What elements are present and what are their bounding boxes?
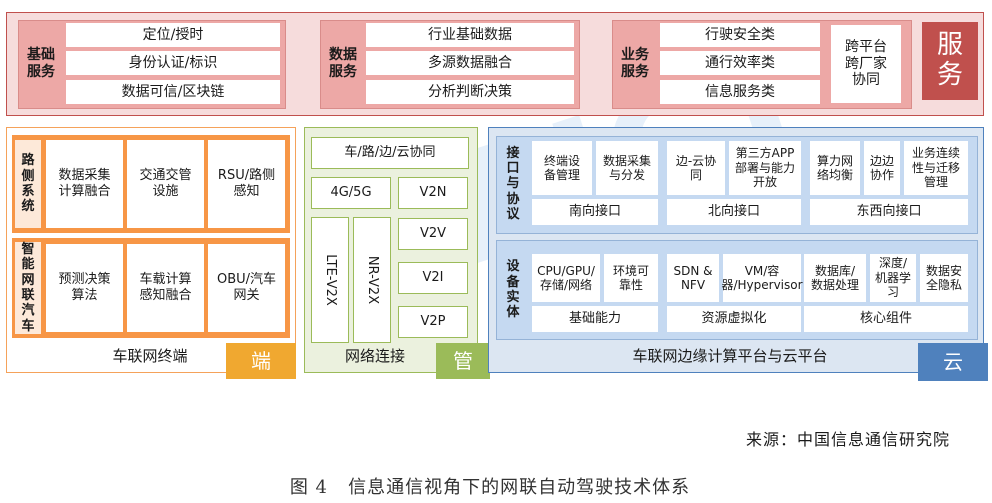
network-badge: 管 (436, 343, 490, 379)
service-item: 行业基础数据 (366, 23, 574, 47)
service-item: 行驶安全类 (660, 23, 820, 47)
device-footer: 基础能力 (532, 306, 658, 332)
device-item: 数据安全隐私 (920, 254, 968, 302)
interface-item: 边-云协同 (667, 141, 725, 195)
cross-platform-box: 跨平台跨厂家协同 (831, 25, 901, 103)
interface-item: 边边协作 (864, 141, 900, 195)
network-4g5g: 4G/5G (311, 177, 391, 209)
nr-v2x-box (353, 217, 391, 343)
network-v2p: V2P (398, 306, 468, 338)
cloud-footer: 车联网边缘计算平台与云平台 (632, 347, 828, 365)
device-item: CPU/GPU/存储/网络 (532, 254, 600, 302)
terminal-footer: 车联网终端 (112, 347, 188, 365)
interface-footer: 北向接口 (667, 199, 801, 225)
network-v2i: V2I (398, 262, 468, 294)
service-badge: 服务 (922, 22, 978, 100)
interface-footer: 东西向接口 (810, 199, 968, 225)
service-item: 定位/授时 (66, 23, 280, 47)
service-group-data-label: 数据服务 (329, 47, 357, 80)
figure-caption: 图 4 信息通信视角下的网联自动驾驶技术体系 (289, 477, 691, 498)
network-v2n: V2N (398, 177, 468, 209)
terminal-item: 交通交管设施 (127, 140, 204, 228)
device-label: 设备实体 (506, 259, 520, 321)
roadside-label: 路侧系统 (15, 140, 41, 228)
terminal-item: 数据采集计算融合 (46, 140, 123, 228)
interface-item: 终端设备管理 (532, 141, 592, 195)
interface-item: 数据采集与分发 (596, 141, 658, 195)
terminal-item: OBU/汽车网关 (208, 244, 285, 332)
service-group-basic-label: 基础服务 (27, 47, 55, 80)
source-note: 来源：中国信息通信研究院 (745, 430, 950, 449)
terminal-item: RSU/路侧感知 (208, 140, 285, 228)
interface-item: 业务连续性与迁移管理 (904, 141, 968, 195)
terminal-item: 车载计算感知融合 (127, 244, 204, 332)
device-item: VM/容器/Hypervisor (721, 254, 803, 302)
service-group-business-label: 业务服务 (621, 47, 649, 80)
service-item: 数据可信/区块链 (66, 80, 280, 104)
lte-v2x-label: LTE-V2X (323, 254, 338, 306)
cloud-badge: 云 (918, 343, 988, 381)
terminal-badge: 端 (226, 343, 296, 379)
network-coop: 车/路/边/云协同 (311, 137, 469, 169)
interface-item: 第三方APP部署与能力开放 (729, 141, 801, 195)
service-item: 多源数据融合 (366, 51, 574, 75)
network-footer: 网络连接 (344, 347, 405, 365)
service-item: 分析判断决策 (366, 80, 574, 104)
device-footer: 资源虚拟化 (667, 306, 801, 332)
network-v2v: V2V (398, 218, 468, 250)
service-item: 信息服务类 (660, 80, 820, 104)
device-item: SDN & NFV (667, 254, 719, 302)
device-item: 环境可靠性 (604, 254, 658, 302)
service-item: 通行效率类 (660, 51, 820, 75)
interface-footer: 南向接口 (532, 199, 658, 225)
nr-v2x-label: NR-V2X (365, 255, 380, 305)
device-item: 深度/机器学习 (870, 254, 916, 302)
interface-label: 接口与协议 (506, 145, 520, 222)
vehicle-label: 智能网联汽车 (15, 242, 41, 334)
device-footer: 核心组件 (804, 306, 968, 332)
lte-v2x-box (311, 217, 349, 343)
terminal-item: 预测决策算法 (46, 244, 123, 332)
interface-item: 算力网络均衡 (810, 141, 860, 195)
service-item: 身份认证/标识 (66, 51, 280, 75)
device-item: 数据库/数据处理 (804, 254, 866, 302)
